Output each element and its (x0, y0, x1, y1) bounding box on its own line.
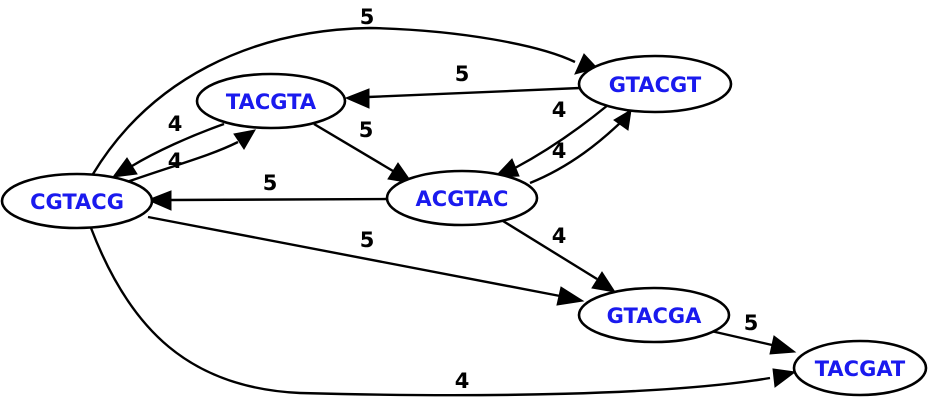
edge-cgtacg-to-tacgta: 4 (123, 129, 256, 185)
node-gtacgt-label: GTACGT (609, 73, 702, 97)
node-cgtacg-label: CGTACG (30, 190, 124, 214)
node-gtacgt-ellipse (577, 54, 733, 114)
edge-gtacgt-to-tacgta-line (367, 86, 581, 99)
edge-acgtac-to-gtacgt-arrowhead-icon (613, 109, 632, 131)
node-tacgta: TACGTA (195, 72, 347, 130)
edge-gtacgt-to-tacgta-weight-label: 5 (455, 62, 470, 86)
node-acgtac-ellipse (385, 169, 539, 227)
edge-tacgta-to-acgtac-arrowhead-icon (387, 162, 414, 184)
edge-tacgta-to-acgtac-weight-label: 5 (359, 118, 374, 142)
edge-cgtacg-to-gtacga-arrowhead-icon (556, 286, 585, 306)
node-gtacga: GTACGA (577, 286, 731, 344)
edge-gtacga-to-tacgat-weight-label: 5 (744, 311, 759, 335)
edge-acgtac-to-gtacgt-line (529, 122, 621, 185)
edges-layer: 5 5 4 4 5 4 4 5 5 4 5 4 (89, 5, 797, 397)
edge-cgtacg-to-tacgat-line (89, 227, 771, 397)
node-acgtac: ACGTAC (385, 169, 539, 227)
node-cgtacg-ellipse (0, 172, 154, 230)
edge-cgtacg-to-tacgat-weight-label: 4 (455, 369, 470, 393)
edge-tacgta-to-cgtacg: 4 (111, 112, 225, 178)
edge-acgtac-to-gtacga-weight-label: 4 (552, 224, 567, 248)
edge-gtacgt-to-acgtac-line (514, 104, 609, 170)
node-cgtacg: CGTACG (0, 172, 154, 230)
edge-tacgta-to-acgtac: 5 (313, 118, 414, 184)
edge-acgtac-to-cgtacg-arrowhead-icon (146, 190, 172, 211)
edge-tacgta-to-cgtacg-line (131, 122, 225, 168)
edge-tacgta-to-acgtac-line (313, 122, 394, 173)
edge-gtacga-to-tacgat-line (710, 329, 773, 347)
edge-cgtacg-to-gtacga: 5 (147, 215, 585, 306)
edge-acgtac-to-cgtacg-weight-label: 5 (263, 171, 278, 195)
edge-cgtacg-to-gtacga-line (147, 215, 561, 298)
node-tacgat: TACGAT (792, 339, 928, 397)
node-gtacga-label: GTACGA (607, 304, 702, 328)
edge-cgtacg-to-tacgat: 4 (89, 227, 797, 397)
edge-acgtac-to-gtacgt-weight-label: 4 (552, 139, 567, 163)
node-tacgta-label: TACGTA (226, 90, 317, 114)
node-acgtac-label: ACGTAC (416, 187, 509, 211)
edge-acgtac-to-gtacgt: 4 (529, 109, 632, 185)
edge-tacgta-to-cgtacg-weight-label: 4 (168, 112, 183, 136)
edge-gtacgt-to-tacgta-arrowhead-icon (344, 88, 370, 109)
edge-acgtac-to-gtacga-arrowhead-icon (591, 271, 617, 293)
edge-cgtacg-to-tacgta-arrowhead-icon (233, 129, 256, 150)
edge-cgtacg-to-gtacga-weight-label: 5 (360, 228, 375, 252)
edge-cgtacg-to-tacgta-line (123, 140, 239, 185)
edge-gtacgt-to-acgtac: 4 (493, 98, 609, 178)
node-tacgta-ellipse (195, 72, 347, 130)
edge-acgtac-to-gtacga: 4 (502, 219, 617, 293)
edge-gtacgt-to-tacgta: 5 (344, 62, 581, 109)
edge-gtacgt-to-acgtac-weight-label: 4 (552, 98, 567, 122)
edge-cgtacg-to-gtacgt-weight-label: 5 (360, 5, 375, 29)
edge-acgtac-to-cgtacg: 5 (146, 171, 389, 211)
edge-gtacga-to-tacgat: 5 (710, 311, 797, 355)
edge-cgtacg-to-tacgat-arrowhead-icon (772, 368, 797, 388)
edge-tacgta-to-cgtacg-arrowhead-icon (111, 157, 138, 178)
nodes-layer: TACGTA GTACGT CGTACG ACGTAC GTACGA TACGAT (0, 54, 928, 397)
node-gtacgt: GTACGT (577, 54, 733, 114)
edge-gtacga-to-tacgat-arrowhead-icon (769, 335, 797, 355)
edge-acgtac-to-gtacga-line (502, 219, 598, 281)
node-tacgat-label: TACGAT (815, 357, 906, 381)
node-tacgat-ellipse (792, 339, 928, 397)
edge-cgtacg-to-tacgta-weight-label: 4 (168, 149, 183, 173)
node-gtacga-ellipse (577, 286, 731, 344)
edge-acgtac-to-cgtacg-line (170, 197, 389, 202)
edge-cgtacg-to-gtacgt-line (91, 26, 576, 175)
